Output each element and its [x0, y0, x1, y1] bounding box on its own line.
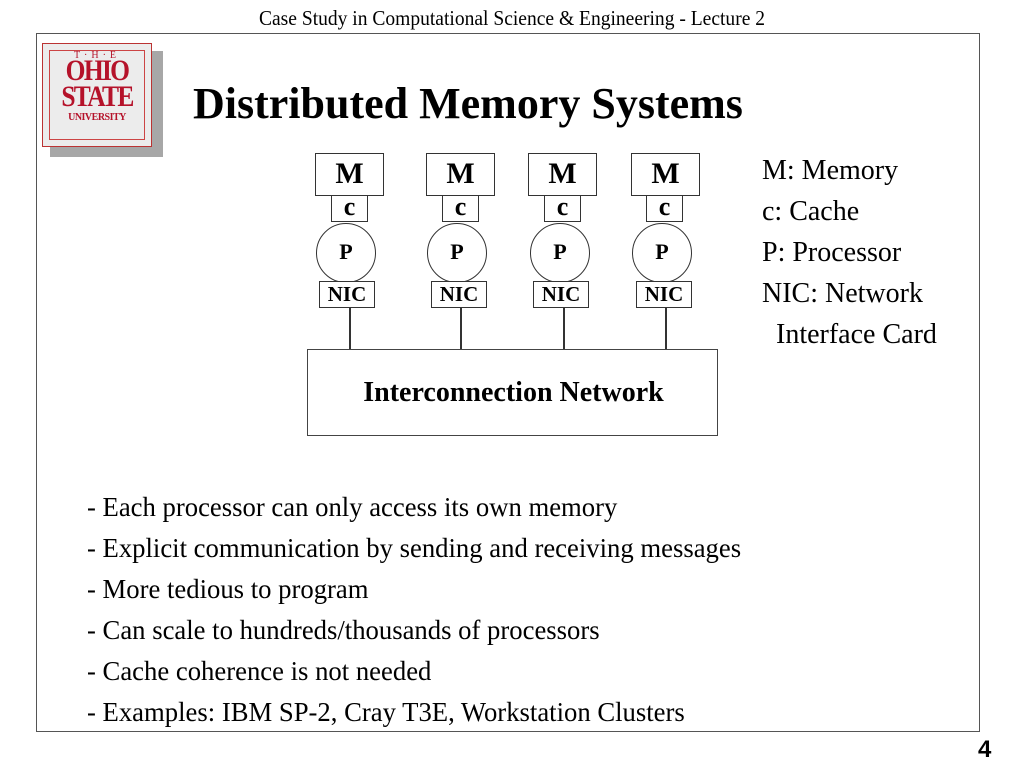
slide-frame — [36, 33, 980, 732]
nic-box: NIC — [533, 281, 589, 308]
slide-title: Distributed Memory Systems — [193, 79, 743, 128]
memory-box: M — [528, 153, 597, 196]
legend-item: c: Cache — [762, 196, 860, 227]
cache-box: c — [331, 194, 368, 222]
memory-box: M — [315, 153, 384, 196]
memory-box: M — [631, 153, 700, 196]
legend-item: NIC: Network — [762, 278, 923, 309]
bullet-item: - Cache coherence is not needed — [87, 655, 432, 686]
ohio-state-logo-icon: T·H·E OHIO STATE UNIVERSITY — [42, 43, 152, 147]
processor-circle: P — [530, 223, 590, 283]
logo-the: T·H·E — [73, 50, 121, 61]
connector-line — [349, 308, 351, 350]
connector-line — [563, 308, 565, 350]
legend-item: Interface Card — [762, 319, 937, 350]
processor-circle: P — [316, 223, 376, 283]
legend-item: P: Processor — [762, 237, 902, 268]
bullet-item: - Examples: IBM SP-2, Cray T3E, Workstat… — [87, 696, 685, 727]
page-number: 4 — [978, 736, 992, 763]
slide-header: Case Study in Computational Science & En… — [258, 6, 766, 30]
nic-box: NIC — [431, 281, 487, 308]
connector-line — [460, 308, 462, 350]
logo-ohio: OHIO — [65, 54, 130, 87]
bullet-item: - Each processor can only access its own… — [87, 491, 618, 522]
cache-box: c — [646, 194, 683, 222]
bullet-list: - Each processor can only access its own… — [87, 486, 741, 732]
logo-inner-border — [49, 50, 145, 140]
processor-circle: P — [427, 223, 487, 283]
cache-box: c — [442, 194, 479, 222]
logo-university: UNIVERSITY — [68, 112, 126, 123]
bullet-item: - Can scale to hundreds/thousands of pro… — [87, 614, 600, 645]
bullet-item: - More tedious to program — [87, 573, 369, 604]
logo-state: STATE — [61, 80, 134, 113]
memory-box: M — [426, 153, 495, 196]
interconnection-network-box: Interconnection Network — [307, 349, 718, 436]
cache-box: c — [544, 194, 581, 222]
nic-box: NIC — [636, 281, 692, 308]
bullet-item: - Explicit communication by sending and … — [87, 532, 742, 563]
processor-circle: P — [632, 223, 692, 283]
nic-box: NIC — [319, 281, 375, 308]
legend-item: M: Memory — [762, 155, 899, 186]
connector-line — [665, 308, 667, 350]
